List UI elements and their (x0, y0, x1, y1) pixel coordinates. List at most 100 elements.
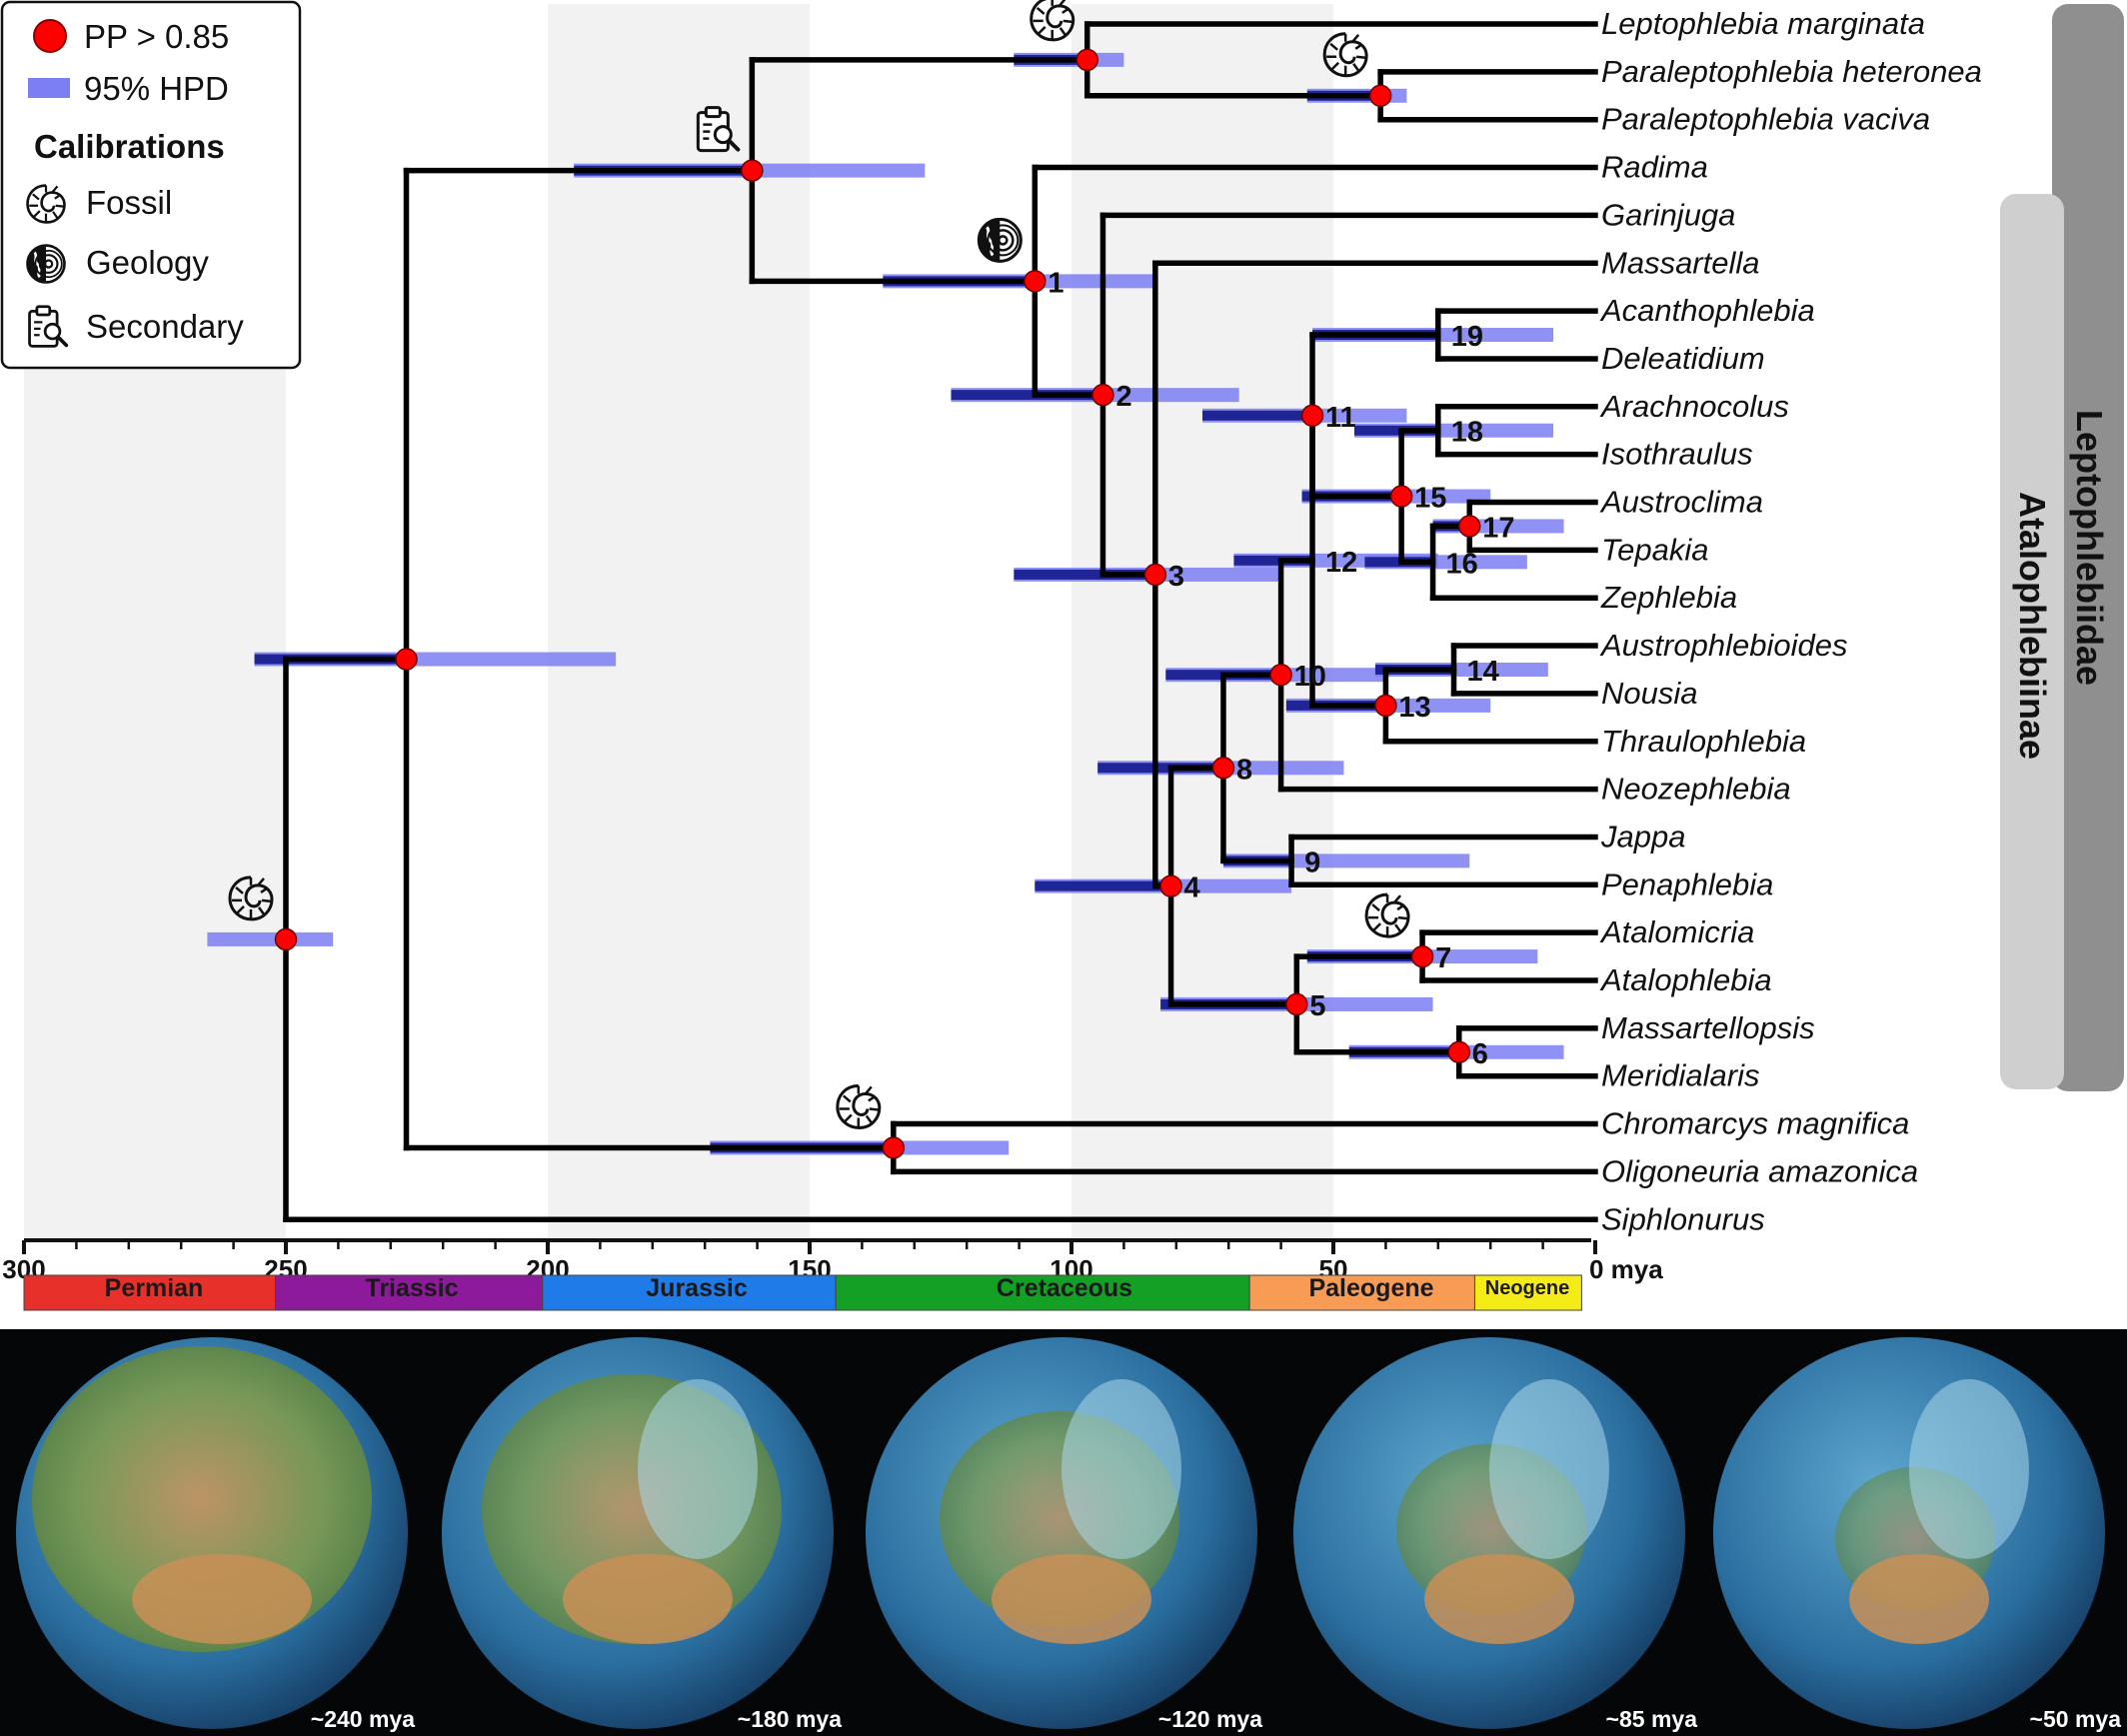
tip-label: Penaphlebia (1601, 867, 1773, 901)
legend-hpd-swatch (28, 78, 70, 98)
legend-geology-icon (26, 244, 66, 284)
pp-marker-n_par (1368, 84, 1392, 108)
tree-branches (283, 21, 1598, 1222)
pp-marker-n3 (1143, 563, 1167, 587)
period-paleogene (1248, 1274, 1475, 1311)
node-label-10: 10 (1294, 661, 1326, 693)
period-neogene (1473, 1274, 1582, 1311)
clade-bar-leptophlebiidae (2052, 4, 2124, 1091)
hpd-core-n3 (1014, 569, 1155, 580)
calibration-geology-icon (977, 217, 1023, 263)
period-label-paleogene: Paleogene (1308, 1274, 1433, 1302)
globe-1 (442, 1337, 834, 1729)
pp-marker-n_lep (741, 159, 764, 182)
period-label-neogene: Neogene (1485, 1277, 1569, 1299)
tip-label: Chromarcys magnifica (1601, 1106, 1909, 1141)
node-label-17: 17 (1482, 512, 1514, 544)
period-permian (23, 1274, 277, 1311)
pp-marker-n2 (1091, 383, 1114, 407)
pp-marker-n8 (1211, 757, 1235, 780)
globe-4 (1713, 1337, 2105, 1729)
node-label-18: 18 (1451, 417, 1483, 449)
globe-antarctica (563, 1554, 733, 1644)
time-axis (22, 1238, 1597, 1254)
pp-marker-n4 (1159, 874, 1182, 897)
node-label-13: 13 (1398, 692, 1430, 724)
globe-label-240: ~240 mya (311, 1706, 415, 1732)
tip-label: Meridialaris (1601, 1058, 1759, 1093)
node-label-2: 2 (1115, 381, 1131, 413)
period-label-permian: Permian (105, 1274, 204, 1302)
node-label-16: 16 (1446, 548, 1478, 580)
period-jurassic (542, 1274, 837, 1311)
legend-pp-label: PP > 0.85 (84, 18, 229, 55)
node-label-14: 14 (1467, 656, 1499, 688)
globe-shelf (1489, 1379, 1609, 1559)
period-triassic (275, 1274, 544, 1311)
calibration-fossil-icon (1364, 892, 1410, 938)
tip-label: Neozephlebia (1601, 772, 1791, 807)
node-label-7: 7 (1435, 942, 1451, 974)
tip-label: Leptophlebia marginata (1601, 6, 1925, 41)
hpd-bar-root (207, 931, 334, 946)
legend-box (0, 0, 302, 370)
tip-label: Siphlonurus (1601, 1201, 1765, 1236)
pp-marker-n11 (1300, 404, 1324, 428)
tip-label: Deleatidium (1601, 341, 1765, 376)
pp-marker-root (274, 927, 298, 951)
legend-hpd-label: 95% HPD (84, 70, 229, 107)
geologic-period-bar (23, 1274, 1582, 1311)
legend-geology-label: Geology (86, 244, 209, 281)
hpd-core-n18 (1353, 425, 1438, 436)
time-band-100-50 (1071, 4, 1333, 1240)
hpd-core-n11 (1202, 410, 1313, 421)
tip-label: Oligoneuria amazonica (1601, 1153, 1918, 1188)
legend-fossil-label: Fossil (86, 184, 172, 221)
tip-label: Paraleptophlebia heteronea (1601, 54, 1982, 89)
node-label-3: 3 (1168, 561, 1184, 593)
tip-label: Tepakia (1601, 532, 1708, 567)
pp-marker-n_a (395, 648, 418, 671)
pp-marker-n_olig (882, 1136, 906, 1159)
tip-label: Nousia (1601, 676, 1698, 711)
hpd-bars (207, 52, 1564, 1155)
node-label-6: 6 (1472, 1038, 1488, 1070)
axis-tick-0: 0 mya (1589, 1254, 1663, 1284)
tip-label: Garinjuga (1601, 197, 1735, 232)
pp-marker-n1 (1024, 270, 1047, 293)
pp-marker-n7 (1410, 944, 1434, 968)
globe-antarctica (1849, 1554, 1989, 1644)
node-label-19: 19 (1451, 321, 1483, 353)
globe-label-180: ~180 mya (738, 1706, 842, 1732)
node-label-9: 9 (1304, 847, 1320, 878)
globe-label-120: ~120 mya (1158, 1706, 1262, 1732)
tip-label: Atalomicria (1599, 914, 1754, 949)
pp-marker-n5 (1285, 992, 1308, 1016)
tip-label: Arachnocolus (1599, 389, 1789, 424)
pp-marker-n17 (1457, 515, 1481, 538)
legend-pp-marker (33, 19, 67, 53)
tip-label: Austrophlebioides (1599, 628, 1847, 663)
calibration-fossil-icon (836, 1083, 882, 1129)
tip-label: Austroclima (1599, 485, 1763, 520)
tip-label: Massartellopsis (1601, 1010, 1815, 1045)
node-label-8: 8 (1236, 754, 1252, 786)
hpd-core-n2 (951, 390, 1103, 401)
clade-label-leptophlebiidae: Leptophlebiidae (2069, 410, 2110, 686)
globe-0 (16, 1337, 408, 1729)
globe-antarctica (132, 1554, 312, 1644)
time-band-200-150 (548, 4, 810, 1240)
pp-marker-n15 (1389, 485, 1413, 508)
node-label-12: 12 (1325, 547, 1357, 579)
hpd-core-n4 (1035, 880, 1171, 891)
globe-3 (1293, 1337, 1685, 1729)
period-labels: Permian Triassic Jurassic Cretaceous Pal… (105, 1274, 1570, 1302)
legend-secondary-label: Secondary (86, 308, 244, 345)
globe-label-50: ~50 mya (2030, 1706, 2122, 1732)
globe-shelf (1062, 1379, 1181, 1559)
tip-label: Radima (1601, 150, 1708, 185)
node-label-5: 5 (1309, 990, 1325, 1022)
pp-marker-n10 (1269, 663, 1292, 687)
